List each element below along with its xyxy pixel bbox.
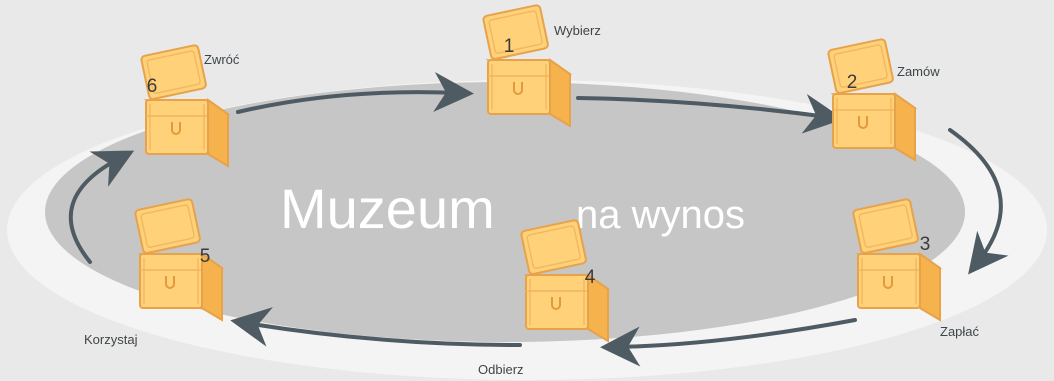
step-2: 2 Zamów xyxy=(826,37,940,161)
step-number: 6 xyxy=(147,76,158,97)
step-number: 3 xyxy=(920,234,931,255)
step-label: Wybierz xyxy=(554,23,601,38)
step-number: 5 xyxy=(200,246,211,267)
step-3: 3 Zapłać xyxy=(851,197,980,339)
step-1: 1 Wybierz xyxy=(481,3,601,127)
step-number: 2 xyxy=(847,72,858,93)
step-label: Zapłać xyxy=(940,324,980,339)
arrow-icon xyxy=(948,128,1009,275)
title-sub: na wynos xyxy=(576,193,745,237)
arrow-icon xyxy=(230,307,522,347)
step-4: 4 Odbierz xyxy=(478,218,609,377)
arrow-icon xyxy=(600,318,857,367)
step-5: 5 Korzystaj xyxy=(84,197,223,347)
inner-ellipse xyxy=(45,82,965,342)
step-number: 1 xyxy=(504,36,515,57)
step-number: 4 xyxy=(585,267,596,288)
step-label: Zamów xyxy=(897,64,940,79)
step-6: 6 Zwróć xyxy=(139,43,240,167)
title-main: Muzeum xyxy=(280,177,495,240)
arrow-icon xyxy=(236,72,474,114)
arrow-icon xyxy=(576,94,844,134)
treasure-box-icon xyxy=(826,37,916,161)
step-label: Zwróć xyxy=(204,52,240,67)
step-label: Odbierz xyxy=(478,362,524,377)
arrow-icon xyxy=(68,150,135,264)
step-label: Korzystaj xyxy=(84,332,138,347)
